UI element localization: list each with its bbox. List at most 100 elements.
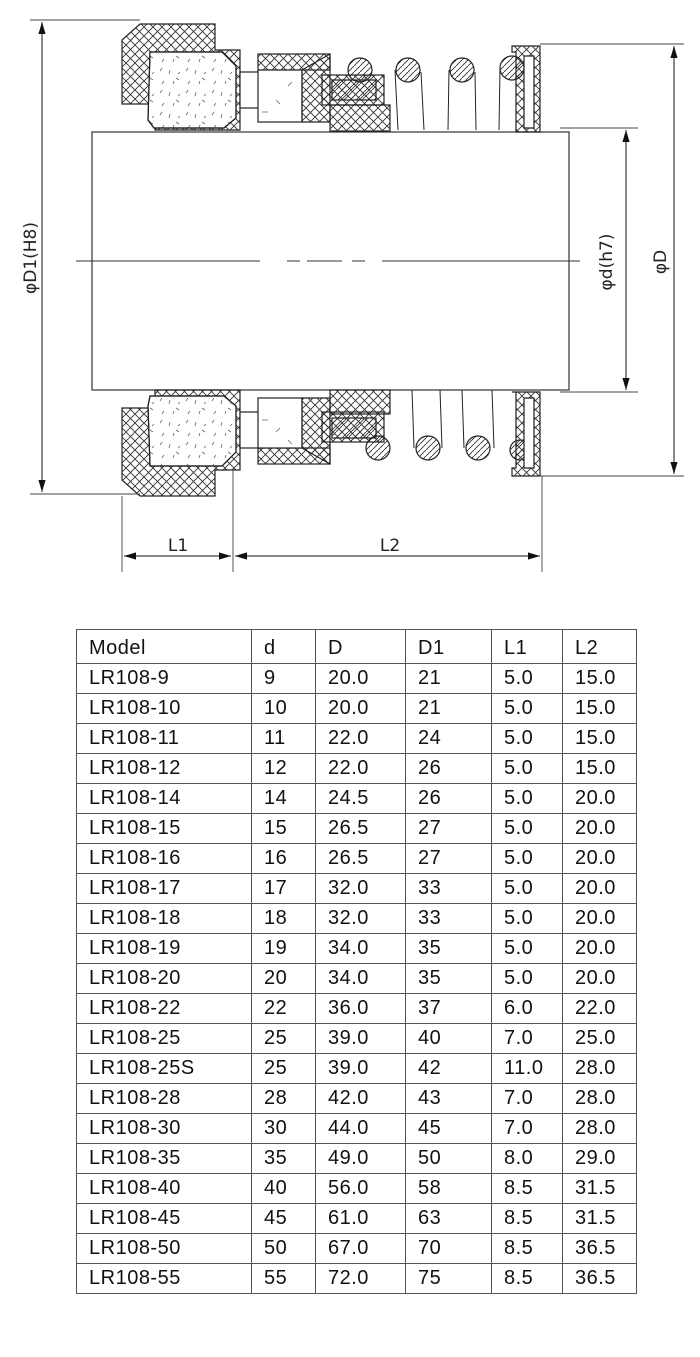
cell-l1: 8.0 — [491, 1143, 563, 1174]
cell-l1: 5.0 — [491, 903, 563, 934]
header-row: Model d D D1 L1 L2 — [76, 629, 637, 664]
cell-model: LR108-25 — [76, 1023, 252, 1054]
cell-d: 16 — [251, 843, 316, 874]
cell-l2: 36.5 — [562, 1263, 637, 1294]
cell-D: 39.0 — [315, 1053, 406, 1084]
cell-l2: 36.5 — [562, 1233, 637, 1264]
cell-d1: 63 — [405, 1203, 492, 1234]
cell-l1: 5.0 — [491, 873, 563, 904]
header-l2: L2 — [562, 629, 637, 664]
cell-d1: 70 — [405, 1233, 492, 1264]
cell-d: 15 — [251, 813, 316, 844]
cell-model: LR108-25S — [76, 1053, 252, 1084]
header-d1: D1 — [405, 629, 492, 664]
cell-d: 25 — [251, 1053, 316, 1084]
cell-d1: 24 — [405, 723, 492, 754]
cell-d: 11 — [251, 723, 316, 754]
cell-D: 26.5 — [315, 843, 406, 874]
cell-D: 32.0 — [315, 903, 406, 934]
cell-l2: 20.0 — [562, 903, 637, 934]
cell-d1: 35 — [405, 933, 492, 964]
cell-model: LR108-19 — [76, 933, 252, 964]
cell-d1: 33 — [405, 873, 492, 904]
cell-D: 26.5 — [315, 813, 406, 844]
cell-l2: 28.0 — [562, 1053, 637, 1084]
dimension-label-d1: φD1(H8) — [21, 222, 41, 294]
cell-d: 14 — [251, 783, 316, 814]
cell-model: LR108-22 — [76, 993, 252, 1024]
cell-d: 12 — [251, 753, 316, 784]
cell-d1: 75 — [405, 1263, 492, 1294]
cell-d: 45 — [251, 1203, 316, 1234]
cell-model: LR108-28 — [76, 1083, 252, 1114]
cell-d: 30 — [251, 1113, 316, 1144]
cell-l2: 20.0 — [562, 933, 637, 964]
cell-d1: 58 — [405, 1173, 492, 1204]
cell-D: 72.0 — [315, 1263, 406, 1294]
cell-l1: 5.0 — [491, 723, 563, 754]
cell-d: 50 — [251, 1233, 316, 1264]
cell-l1: 8.5 — [491, 1203, 563, 1234]
cell-d1: 43 — [405, 1083, 492, 1114]
cell-model: LR108-11 — [76, 723, 252, 754]
cell-l2: 15.0 — [562, 723, 637, 754]
cell-d1: 45 — [405, 1113, 492, 1144]
cell-D: 44.0 — [315, 1113, 406, 1144]
cell-model: LR108-14 — [76, 783, 252, 814]
cell-l1: 5.0 — [491, 963, 563, 994]
cell-l2: 22.0 — [562, 993, 637, 1024]
cell-model: LR108-12 — [76, 753, 252, 784]
cell-D: 49.0 — [315, 1143, 406, 1174]
cell-model: LR108-17 — [76, 873, 252, 904]
cell-d: 22 — [251, 993, 316, 1024]
seal-top-half — [121, 23, 541, 133]
cell-model: LR108-45 — [76, 1203, 252, 1234]
dimension-D: φD — [540, 43, 684, 477]
cell-d1: 50 — [405, 1143, 492, 1174]
cell-l1: 5.0 — [491, 843, 563, 874]
cell-d1: 37 — [405, 993, 492, 1024]
cell-model: LR108-15 — [76, 813, 252, 844]
cell-D: 39.0 — [315, 1023, 406, 1054]
cell-d: 28 — [251, 1083, 316, 1114]
cell-l2: 25.0 — [562, 1023, 637, 1054]
cell-l1: 7.0 — [491, 1113, 563, 1144]
cell-l2: 20.0 — [562, 873, 637, 904]
cell-l1: 7.0 — [491, 1083, 563, 1114]
cell-d1: 35 — [405, 963, 492, 994]
cell-l1: 11.0 — [491, 1053, 563, 1084]
cell-l2: 20.0 — [562, 963, 637, 994]
spec-table-header: Model d D D1 L1 L2 — [76, 629, 637, 664]
cell-l2: 31.5 — [562, 1203, 637, 1234]
cell-l1: 8.5 — [491, 1173, 563, 1204]
dimension-d: φd(h7) — [560, 127, 638, 393]
cell-model: LR108-10 — [76, 693, 252, 724]
shaft — [76, 131, 580, 391]
cell-l1: 5.0 — [491, 813, 563, 844]
cell-model: LR108-35 — [76, 1143, 252, 1174]
cell-D: 34.0 — [315, 963, 406, 994]
cell-model: LR108-30 — [76, 1113, 252, 1144]
cell-l2: 31.5 — [562, 1173, 637, 1204]
cell-d1: 27 — [405, 843, 492, 874]
cell-l2: 20.0 — [562, 813, 637, 844]
cell-d: 19 — [251, 933, 316, 964]
dimension-d1: φD1(H8) — [21, 19, 140, 495]
dimension-length: L1 L2 — [121, 470, 543, 572]
cell-d1: 26 — [405, 753, 492, 784]
cell-l2: 28.0 — [562, 1113, 637, 1144]
cell-D: 22.0 — [315, 723, 406, 754]
